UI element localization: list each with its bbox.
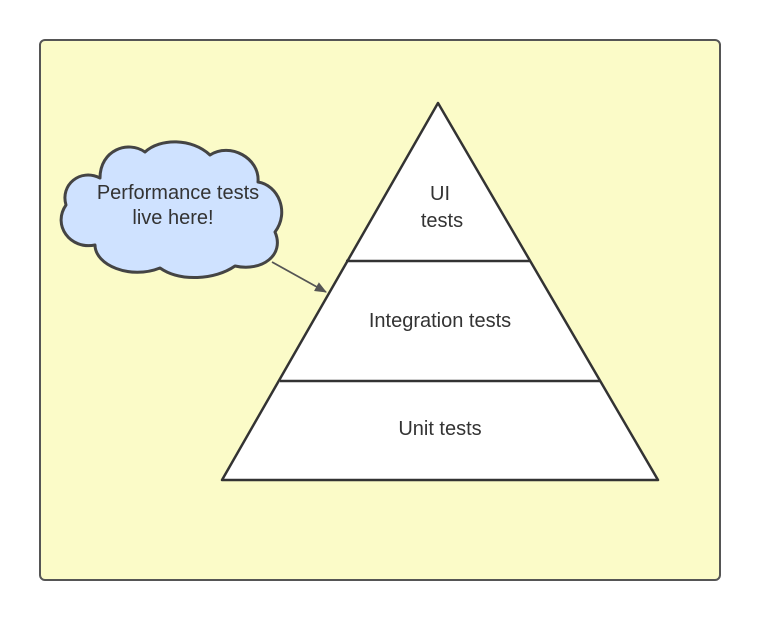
callout-cloud[interactable] xyxy=(59,140,284,279)
pyramid-shape[interactable] xyxy=(220,101,660,482)
callout-arrow[interactable] xyxy=(271,261,327,293)
callout-text-line2: live here! xyxy=(132,207,213,229)
ui-tests-label-line1: UI xyxy=(430,183,450,205)
unit-tests-label: Unit tests xyxy=(398,418,481,440)
ui-tests-label-line2: tests xyxy=(421,210,463,232)
callout-text-line1: Performance tests xyxy=(97,182,259,204)
integration-tests-label: Integration tests xyxy=(369,310,511,332)
